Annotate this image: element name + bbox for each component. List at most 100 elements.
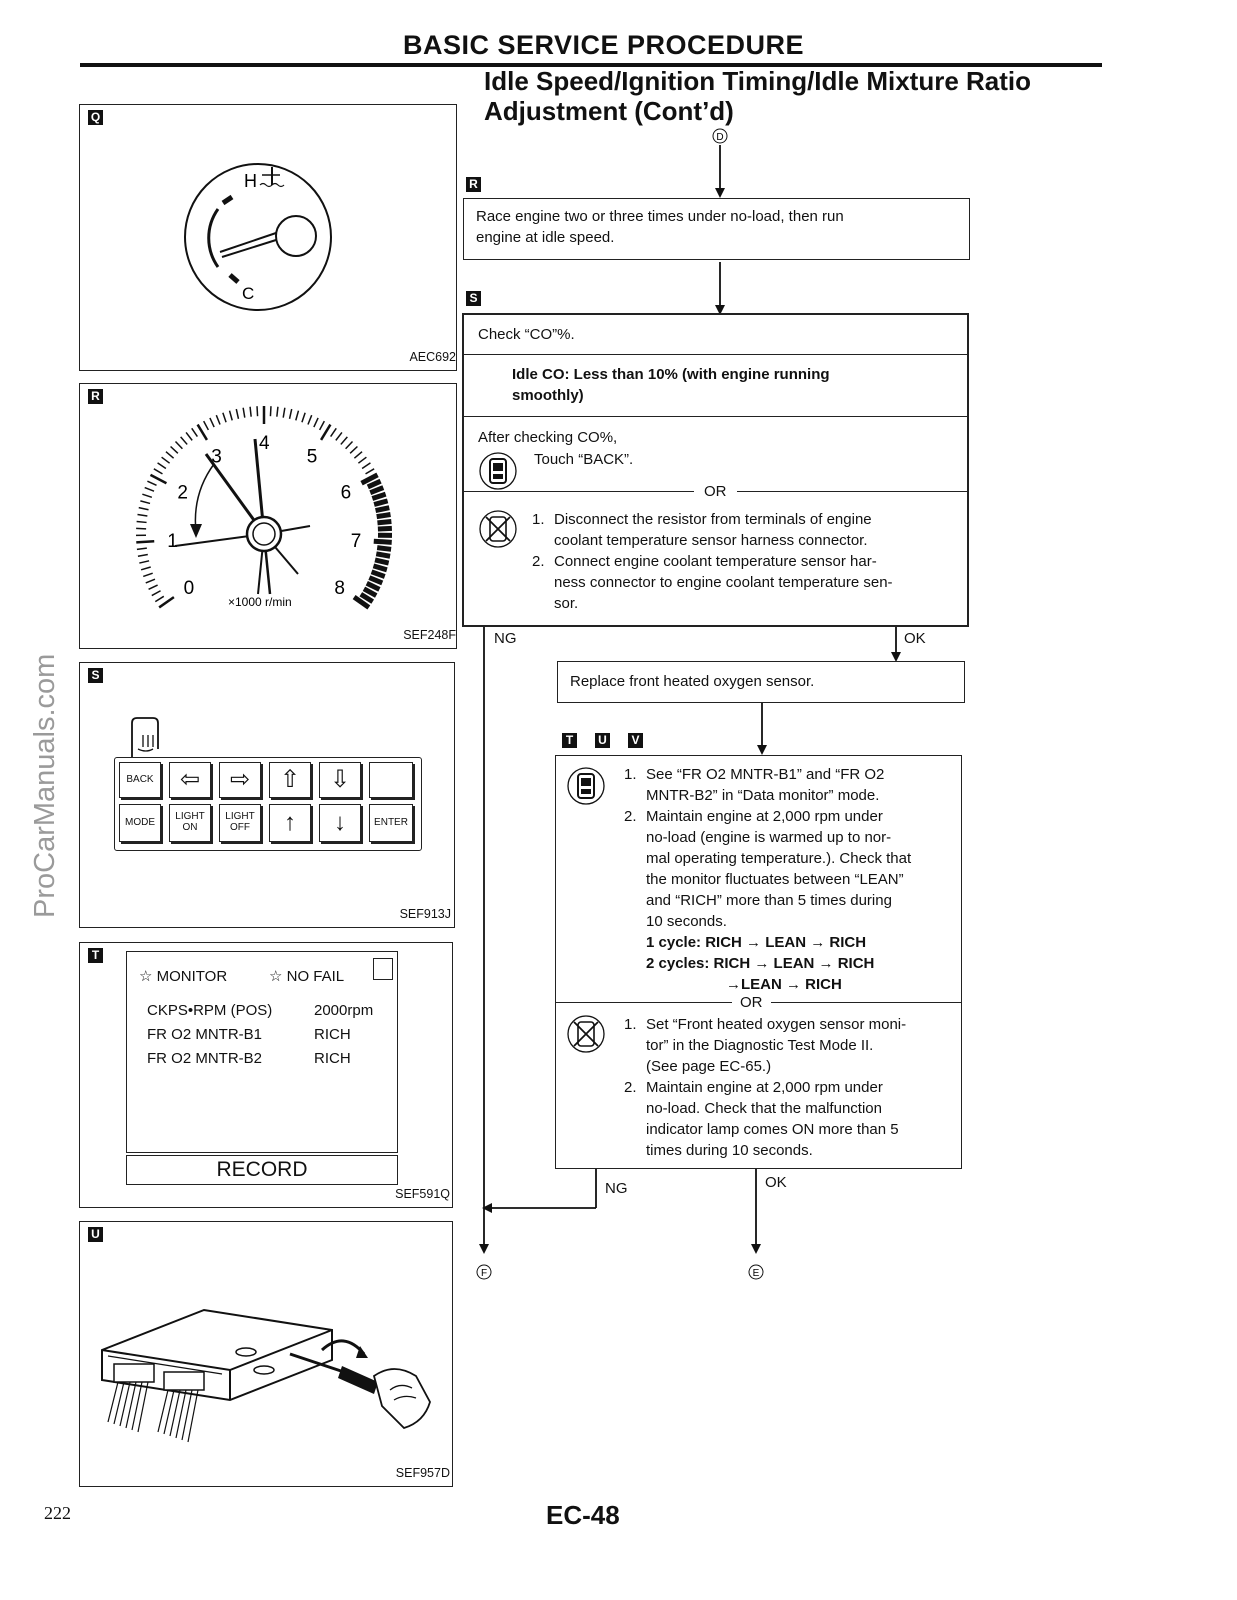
header-rule bbox=[80, 63, 1102, 67]
temperature-gauge-icon: H C bbox=[184, 163, 332, 311]
figure-code: AEC692 bbox=[409, 350, 456, 364]
monitor-row-value: 2000rpm bbox=[314, 1002, 374, 1019]
tachometer-tick bbox=[360, 472, 379, 486]
item-number: 1. bbox=[532, 511, 545, 528]
down-arrow-key[interactable]: ⇩ bbox=[319, 762, 361, 798]
step-tag: R bbox=[466, 177, 481, 192]
tachometer-tick bbox=[170, 445, 179, 454]
after-check-text: After checking CO%, bbox=[478, 429, 618, 446]
tachometer-tick bbox=[318, 420, 326, 431]
tachometer-tick bbox=[137, 553, 148, 557]
figure-tag: T bbox=[88, 948, 103, 963]
tachometer-tick bbox=[180, 436, 188, 445]
back-key[interactable]: BACK bbox=[119, 762, 161, 798]
tachometer-tick bbox=[345, 441, 354, 450]
step-tag: T bbox=[562, 733, 577, 748]
monitor-row-value: RICH bbox=[314, 1026, 351, 1043]
tachometer-tick bbox=[375, 505, 390, 513]
ng-label: NG bbox=[494, 630, 517, 647]
tachometer-tick bbox=[376, 545, 392, 552]
watermark-text: ProCarManuals.com bbox=[29, 654, 61, 918]
tachometer-tick bbox=[174, 441, 183, 450]
item-text: no-load (engine is warmed up to nor- bbox=[646, 829, 892, 846]
page-up-key[interactable]: ↑ bbox=[269, 804, 311, 842]
tachometer-tick bbox=[196, 423, 209, 441]
tachometer-tick bbox=[377, 518, 392, 526]
tachometer-tick bbox=[191, 427, 198, 438]
light-off-key[interactable]: LIGHT OFF bbox=[219, 804, 261, 842]
page-number: 222 bbox=[44, 1503, 71, 1523]
right-arrow-key[interactable]: ⇨ bbox=[219, 762, 261, 798]
light-on-key[interactable]: LIGHT ON bbox=[169, 804, 211, 842]
tachometer-tick bbox=[148, 584, 158, 591]
figure-tag: S bbox=[88, 668, 103, 683]
up-arrow-key[interactable]: ⇧ bbox=[269, 762, 311, 798]
tachometer-tick bbox=[154, 595, 165, 603]
item-text: the monitor fluctuates between “LEAN” bbox=[646, 871, 904, 888]
mode-key[interactable]: MODE bbox=[119, 804, 161, 842]
tachometer-tick bbox=[136, 547, 147, 551]
record-button[interactable]: RECORD bbox=[126, 1155, 398, 1185]
item-text: and “RICH” more than 5 times during bbox=[646, 892, 892, 909]
tachometer-tick bbox=[140, 566, 151, 571]
tachometer-tick bbox=[249, 406, 252, 417]
tachometer-tick bbox=[149, 473, 168, 485]
tachometer-scale-label: 7 bbox=[351, 531, 362, 552]
figure-s-panel: S BACK ⇦ ⇨ ⇧ ⇩ MODE LIGHT ON LIGHT OFF ↑… bbox=[79, 662, 455, 928]
no-tester-icon bbox=[479, 510, 517, 548]
idle-co-spec: Idle CO: Less than 10% (with engine runn… bbox=[464, 355, 967, 417]
page-down-key[interactable]: ↓ bbox=[319, 804, 361, 842]
blank-key[interactable] bbox=[369, 762, 413, 798]
tachometer-tick bbox=[353, 451, 363, 459]
enter-key[interactable]: ENTER bbox=[369, 804, 413, 842]
tachometer-tick bbox=[377, 525, 392, 532]
spec-line: Idle CO: Less than 10% (with engine runn… bbox=[512, 366, 830, 383]
item-text: tor” in the Diagnostic Test Mode II. bbox=[646, 1037, 874, 1054]
light-off-label-1: LIGHT bbox=[225, 811, 255, 822]
left-arrow-key[interactable]: ⇦ bbox=[169, 762, 211, 798]
step-r-text: Race engine two or three times under no-… bbox=[476, 208, 844, 225]
item-number: 1. bbox=[624, 766, 637, 783]
tachometer-tick bbox=[215, 414, 221, 425]
tachometer-tick bbox=[158, 596, 175, 609]
item-text: ness connector to engine coolant tempera… bbox=[554, 574, 893, 591]
tachometer-tick bbox=[376, 512, 391, 520]
tachometer-tick bbox=[144, 486, 155, 492]
tachometer-tick bbox=[369, 485, 385, 496]
page-code: EC-48 bbox=[546, 1500, 620, 1530]
monitor-row-value: RICH bbox=[314, 1050, 351, 1067]
tachometer-tick bbox=[372, 563, 388, 573]
tachometer-tick bbox=[340, 436, 348, 445]
tachometer-tick bbox=[319, 423, 332, 441]
gauge-cold-label: C bbox=[242, 284, 254, 303]
tachometer-tick bbox=[371, 491, 387, 501]
connector-f-label: F bbox=[481, 1268, 487, 1279]
tachometer-tick bbox=[202, 420, 210, 431]
consult-tester-icon bbox=[567, 767, 605, 805]
step-tag: U bbox=[595, 733, 610, 748]
item-text: times during 10 seconds. bbox=[646, 1142, 813, 1159]
tachometer-tick bbox=[366, 478, 382, 490]
tachometer-tick bbox=[136, 539, 155, 544]
tachometer-tick bbox=[157, 462, 167, 470]
list-item: 1. Set “Front heated oxygen sensor moni-… bbox=[624, 1014, 960, 1077]
item-number: 2. bbox=[624, 808, 637, 825]
tachometer-tick bbox=[256, 406, 259, 417]
tachometer-tick bbox=[330, 427, 337, 438]
tachometer-tick bbox=[138, 506, 149, 511]
connector-d-label: D bbox=[716, 132, 723, 143]
item-text: (See page EC-65.) bbox=[646, 1058, 772, 1075]
tachometer-scale-label: 3 bbox=[211, 446, 222, 467]
figure-tag: U bbox=[88, 1227, 103, 1242]
ok-label: OK bbox=[904, 630, 926, 647]
record-checkbox[interactable] bbox=[373, 958, 393, 980]
tachometer-tick bbox=[295, 410, 300, 421]
tachometer-tick bbox=[375, 551, 391, 559]
section-title: BASIC SERVICE PROCEDURE bbox=[402, 30, 805, 60]
tachometer-tick bbox=[374, 557, 390, 566]
